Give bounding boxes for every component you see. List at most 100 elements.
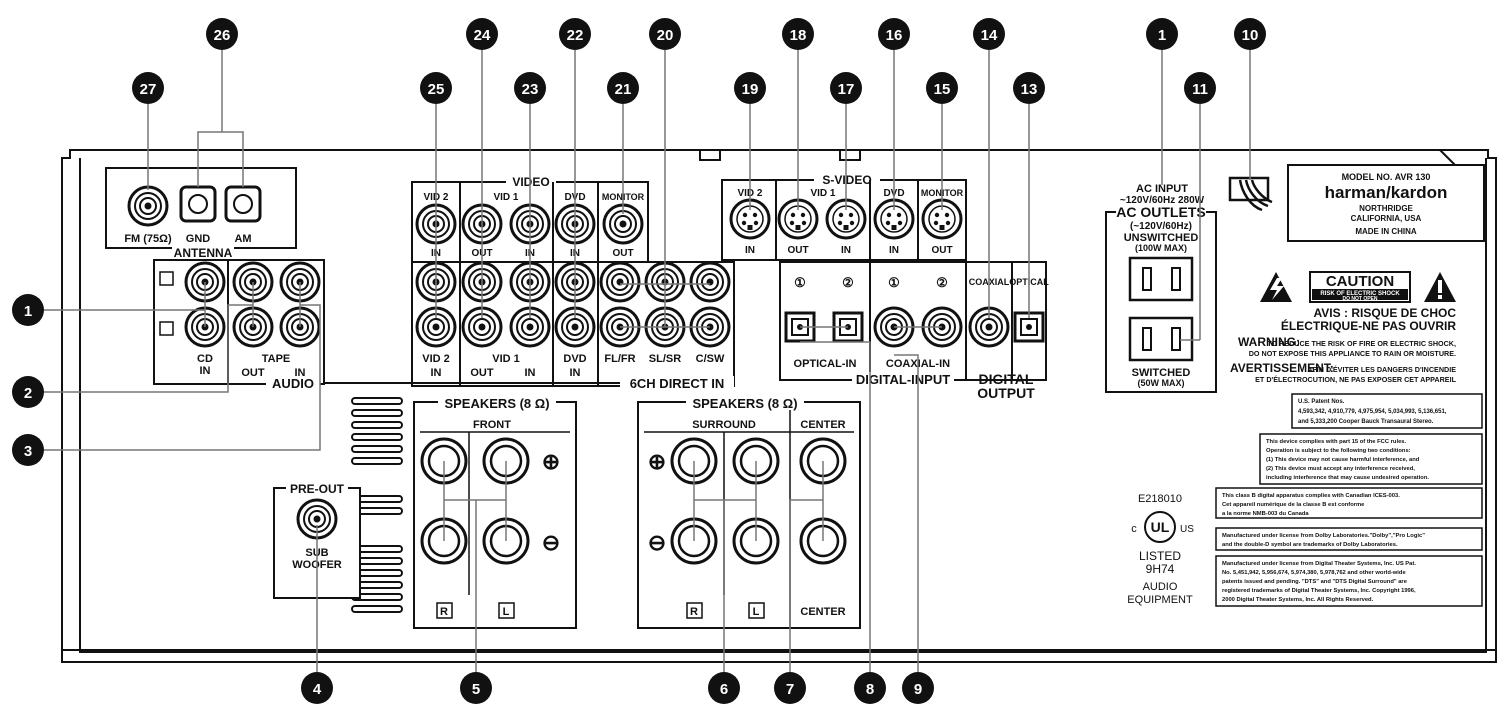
audio-title: AUDIO bbox=[272, 376, 314, 391]
svideo-dvd-in-label: IN bbox=[889, 245, 899, 256]
ul-listed: LISTED bbox=[1139, 549, 1181, 563]
svg-text:18: 18 bbox=[790, 27, 807, 44]
6ch-csw-label: C/SW bbox=[696, 353, 725, 365]
avis-line-2: ÉLECTRIQUE-NE PAS OUVRIR bbox=[1281, 318, 1456, 333]
model-label: MODEL NO. AVR 130 harman/kardon NORTHRID… bbox=[1287, 164, 1485, 242]
surround-l-label: L bbox=[753, 606, 760, 618]
coaxial-2-label: ② bbox=[936, 275, 948, 290]
front-minus-icon: ⊖ bbox=[542, 530, 560, 555]
callout-21: 21 bbox=[607, 72, 639, 104]
callout-25: 25 bbox=[420, 72, 452, 104]
state-label: CALIFORNIA, USA bbox=[1351, 214, 1422, 223]
optical-1-label: ① bbox=[794, 275, 806, 290]
optical-2-label: ② bbox=[842, 275, 854, 290]
svg-text:13: 13 bbox=[1021, 81, 1038, 98]
fm-antenna-jack[interactable] bbox=[127, 185, 169, 227]
svg-text:15: 15 bbox=[934, 81, 951, 98]
power-cord bbox=[1228, 176, 1273, 212]
svideo-vid1-in-label: IN bbox=[841, 245, 851, 256]
svg-text:26: 26 bbox=[214, 27, 231, 44]
callout-11: 11 bbox=[1184, 72, 1216, 104]
dts-line-4: registered trademarks of Digital Theater… bbox=[1222, 588, 1416, 594]
front-plus-icon: ⊕ bbox=[542, 449, 560, 474]
svg-text:22: 22 bbox=[567, 27, 584, 44]
speakers-front-section: SPEAKERS (8 Ω) FRONT ⊕ ⊖ R L bbox=[413, 395, 577, 629]
svideo-section: S-VIDEO VID 2 VID 1 DVD MONITOR IN OUT I… bbox=[721, 173, 967, 261]
ac-outlets-spec: (~120V/60Hz) bbox=[1130, 221, 1192, 232]
digital-input-title: DIGITAL-INPUT bbox=[856, 372, 950, 387]
svideo-monitor-out-label: OUT bbox=[931, 245, 952, 256]
svg-text:14: 14 bbox=[981, 27, 998, 44]
brand-name: harman/kardon bbox=[1325, 183, 1448, 202]
6ch-flfr-label: FL/FR bbox=[604, 353, 635, 365]
fcc-line-3: (1) This device may not cause harmful in… bbox=[1266, 457, 1420, 463]
dts-line-1: Manufactured under license from Digital … bbox=[1222, 561, 1416, 567]
svg-text:6: 6 bbox=[720, 681, 728, 698]
svg-text:17: 17 bbox=[838, 81, 855, 98]
caution-label: CAUTION RISK OF ELECTRIC SHOCK DO NOT OP… bbox=[1230, 271, 1457, 384]
callout-5: 5 bbox=[460, 672, 492, 704]
callout-14: 14 bbox=[973, 18, 1005, 50]
digital-output-title-1: DIGITAL bbox=[979, 371, 1034, 387]
rear-minus-icon: ⊖ bbox=[648, 530, 666, 555]
surround-r-label: R bbox=[690, 606, 698, 618]
ices-line-2: Cet appareil numérique de la classe B es… bbox=[1222, 502, 1365, 508]
callout-7: 7 bbox=[774, 672, 806, 704]
audio-vid1-label: VID 1 bbox=[492, 353, 520, 365]
video-title: VIDEO bbox=[512, 175, 549, 189]
svg-text:27: 27 bbox=[140, 81, 157, 98]
callout-18: 18 bbox=[782, 18, 814, 50]
regulatory-labels: U.S. Patent Nos. 4,593,342, 4,910,779, 4… bbox=[1215, 393, 1483, 607]
svg-text:1: 1 bbox=[24, 303, 32, 320]
ul-listing: E218010 UL c US LISTED 9H74 AUDIO EQUIPM… bbox=[1127, 493, 1194, 606]
audio-dvd-label: DVD bbox=[563, 353, 586, 365]
callout-1-left: 1 bbox=[12, 294, 44, 326]
fcc-line-1: This device complies with part 15 of the… bbox=[1266, 439, 1407, 445]
cd-in-label: IN bbox=[200, 365, 211, 377]
ices-line-1: This class B digital apparatus complies … bbox=[1222, 493, 1400, 499]
leader-lines bbox=[44, 50, 1251, 672]
city-label: NORTHRIDGE bbox=[1359, 204, 1413, 213]
ul-equipment: EQUIPMENT bbox=[1127, 594, 1193, 606]
callout-4: 4 bbox=[301, 672, 333, 704]
ul-audio: AUDIO bbox=[1143, 581, 1178, 593]
6ch-fl-jack[interactable] bbox=[599, 261, 641, 303]
digital-output-title-2: OUTPUT bbox=[977, 385, 1035, 401]
gnd-label: GND bbox=[186, 233, 211, 245]
warning-label: WARNING: bbox=[1238, 335, 1300, 349]
6ch-c-jack[interactable] bbox=[689, 261, 731, 303]
switched-max-label: (50W MAX) bbox=[1138, 378, 1185, 388]
dts-line-3: patents issued and pending. "DTS" and "D… bbox=[1222, 579, 1408, 585]
6ch-slsr-label: SL/SR bbox=[649, 353, 681, 365]
front-r-label: R bbox=[440, 606, 448, 618]
svg-text:25: 25 bbox=[428, 81, 445, 98]
audio-vid2-label: VID 2 bbox=[422, 353, 450, 365]
tape-in-label: IN bbox=[295, 367, 306, 379]
callout-22: 22 bbox=[559, 18, 591, 50]
caution-title: CAUTION bbox=[1326, 273, 1394, 290]
switched-label: SWITCHED bbox=[1132, 367, 1191, 379]
audio-video-section: VID 2 IN VID 1 OUT IN DVD IN FL/FR SL/SR… bbox=[266, 261, 735, 391]
callout-19: 19 bbox=[734, 72, 766, 104]
switched-outlet[interactable] bbox=[1128, 316, 1194, 362]
tape-label: TAPE bbox=[262, 353, 291, 365]
speakers-rear-title: SPEAKERS (8 Ω) bbox=[692, 396, 797, 411]
audio-dvd-in-label: IN bbox=[570, 367, 581, 379]
chassis bbox=[61, 149, 1497, 663]
ices-line-3: a la norme NMB-003 du Canada bbox=[1222, 511, 1309, 517]
svg-text:16: 16 bbox=[886, 27, 903, 44]
unswitched-max-label: (100W MAX) bbox=[1135, 243, 1187, 253]
svg-text:3: 3 bbox=[24, 443, 32, 460]
svg-text:11: 11 bbox=[1192, 81, 1208, 98]
ul-code: 9H74 bbox=[1146, 562, 1175, 576]
center-label: CENTER bbox=[800, 419, 845, 431]
coaxial-1-label: ① bbox=[888, 275, 900, 290]
audio-vid1-in-label: IN bbox=[525, 367, 536, 379]
front-label: FRONT bbox=[473, 419, 511, 431]
svg-text:23: 23 bbox=[522, 81, 539, 98]
unswitched-outlet[interactable] bbox=[1128, 256, 1194, 302]
ul-file-number: E218010 bbox=[1138, 493, 1182, 505]
svideo-vid1-label: VID 1 bbox=[810, 188, 835, 199]
svg-text:21: 21 bbox=[615, 81, 632, 98]
